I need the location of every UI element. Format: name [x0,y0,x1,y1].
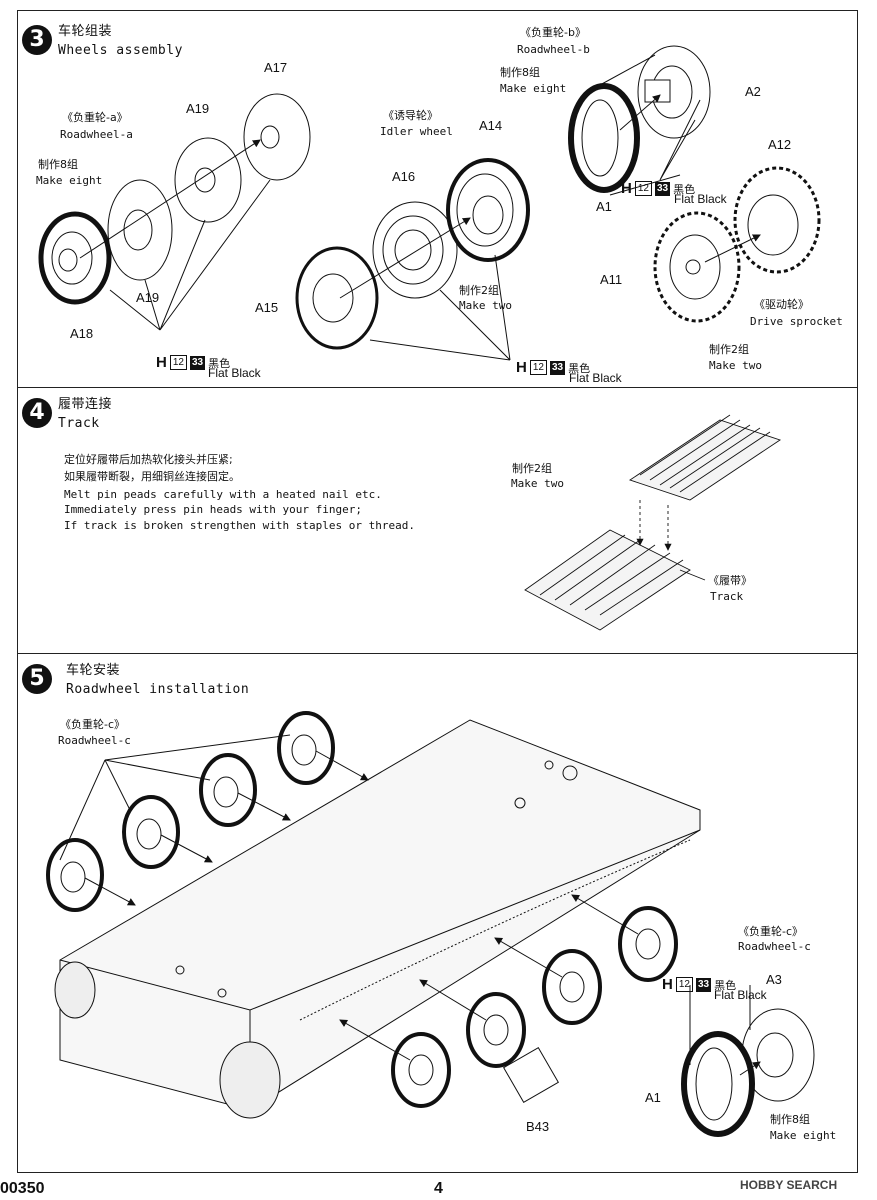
step-4-title-en: Track [58,416,100,431]
track-label-en: Track [710,590,744,603]
section-divider [17,387,858,388]
drive-label-cn: 《驱动轮》 [754,298,809,311]
idler-wheel-diagram [295,158,530,361]
part-a18: A18 [70,326,94,341]
track-note-en-2: Immediately press pin heads with your fi… [64,503,363,516]
make-two-drive-en: Make two [709,359,762,372]
make-eight-a-en: Make eight [36,174,103,187]
step-5-title-cn: 车轮安装 [66,663,121,678]
part-a11: A11 [600,272,623,287]
part-a19-bottom: A19 [136,290,160,305]
roadwheel-c-top-cn: 《负重轮-c》 [60,718,126,731]
roadwheel-b-label-cn: 《负重轮-b》 [520,26,586,39]
track-make-two-cn: 制作2组 [512,462,552,475]
track-note-en-3: If track is broken strengthen with stapl… [64,519,415,532]
section-divider [17,653,858,654]
part-a1: A1 [596,199,612,214]
part-b43: B43 [526,1119,550,1134]
hull-diagram [54,719,701,1119]
step-number-5: 5 [22,664,52,694]
part-a16: A16 [392,169,416,184]
product-code: 00350 [0,1180,45,1197]
idler-label-cn: 《诱导轮》 [383,109,438,122]
page-number: 4 [434,1180,443,1197]
roadwheels-left [46,711,369,912]
roadwheel-c-right-en: Roadwheel-c [738,940,811,953]
part-a15: A15 [255,300,279,315]
track-make-two-en: Make two [511,477,564,490]
roadwheel-b-label-en: Roadwheel-b [517,43,590,56]
make-eight-a-cn: 制作8组 [38,158,78,171]
idler-label-en: Idler wheel [380,125,453,138]
drive-sprocket-diagram [653,166,821,323]
track-note-cn-2: 如果履带断裂，用细铜丝连接固定。 [64,470,240,483]
step-number-3: 3 [22,25,52,55]
make-two-drive-cn: 制作2组 [709,343,749,356]
make-eight-c-cn: 制作8组 [770,1113,810,1126]
step-4-title-cn: 履带连接 [58,397,113,412]
part-a19-top: A19 [186,101,210,116]
track-note-cn-1: 定位好履带后加热软化接头并压紧; [64,453,233,466]
roadwheel-c-top-en: Roadwheel-c [58,734,131,747]
step-3-title-en: Wheels assembly [58,43,183,58]
track-label-cn: 《履带》 [708,574,752,587]
make-eight-b-en: Make eight [500,82,567,95]
roadwheel-c-detail [681,985,815,1137]
page-frame [17,10,858,1173]
part-a3: A3 [766,972,782,987]
make-two-idler-en: Make two [459,299,512,312]
watermark: HOBBY SEARCH [740,1178,838,1192]
step-3-title-cn: 车轮组装 [58,24,113,39]
roadwheel-c-right-cn: 《负重轮-c》 [738,925,804,938]
roadwheel-a-label-cn: 《负重轮-a》 [62,111,128,124]
drive-label-en: Drive sprocket [750,315,843,328]
make-two-idler-cn: 制作2组 [459,284,499,297]
part-a12: A12 [768,137,792,152]
roadwheel-b-diagram [568,45,711,196]
paint-color-en-3: Flat Black [674,192,727,206]
paint-color-en-1: Flat Black [208,366,261,380]
track-diagram [524,414,782,631]
part-a1-step5: A1 [645,1090,661,1105]
part-a2: A2 [745,84,761,99]
roadwheel-a-diagram [38,93,311,331]
part-a17: A17 [264,60,288,75]
paint-color-en-4: Flat Black [714,988,767,1002]
make-eight-c-en: Make eight [770,1129,837,1142]
step-5-title-en: Roadwheel installation [66,682,250,697]
make-eight-b-cn: 制作8组 [500,66,540,79]
paint-color-en-2: Flat Black [569,371,622,385]
track-note-en-1: Melt pin peads carefully with a heated n… [64,488,382,501]
roadwheels-right [339,894,678,1108]
roadwheel-a-label-en: Roadwheel-a [60,128,133,141]
part-a14: A14 [479,118,503,133]
step-number-4: 4 [22,398,52,428]
